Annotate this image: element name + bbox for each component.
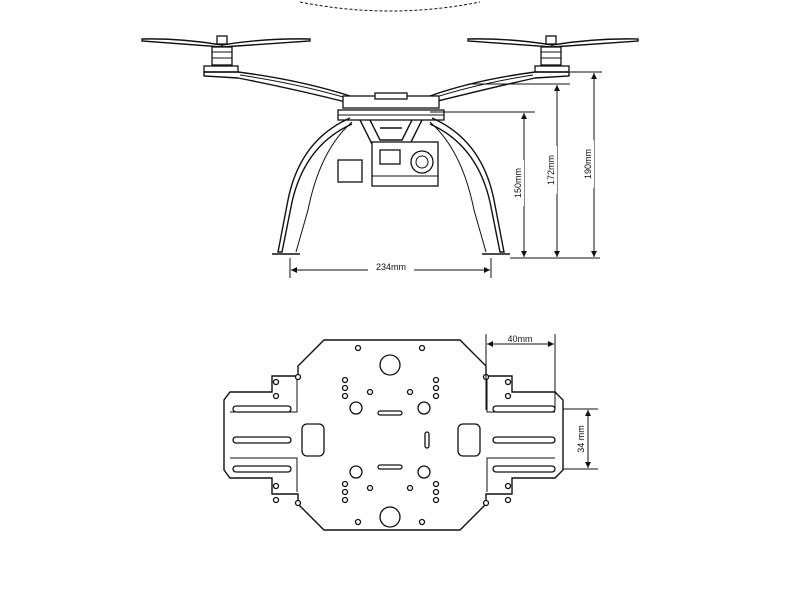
drone-front-view: 234mm 150mm 172mm 190mm: [141, 35, 639, 278]
top-center-hole: [379, 354, 401, 376]
left-motor: [203, 35, 239, 73]
small-holes: [272, 344, 512, 526]
plate-outline: [223, 339, 564, 531]
center-frame-board: [374, 92, 408, 100]
gimbal-mount: [359, 119, 423, 151]
arm-offset-dimension: 40mm: [485, 334, 556, 410]
bottom-center-hole: [379, 506, 401, 528]
right-landing-leg: [429, 117, 505, 253]
right-slots: [492, 405, 556, 473]
center-plate-top-view: 40mm 34 mm: [223, 334, 598, 531]
left-arm: [203, 71, 351, 104]
right-cutout: [457, 423, 481, 457]
camera: [337, 141, 439, 187]
dim-height-legs-label: 150mm: [513, 168, 523, 198]
right-leg-inner: [429, 121, 487, 253]
left-arm-inner: [239, 74, 351, 100]
dim-arm-offset-label: 40mm: [507, 334, 532, 344]
dim-height-frame-label: 172mm: [546, 155, 556, 185]
dim-height-total-label: 190mm: [583, 149, 593, 179]
right-motor: [534, 35, 570, 73]
left-landing-leg: [277, 117, 353, 253]
center-slot-vertical: [424, 431, 430, 449]
width-dimension: 234mm: [289, 258, 492, 278]
dim-slot-spacing-label: 34 mm: [576, 425, 586, 453]
left-cutout: [301, 423, 325, 457]
dim-width-label: 234mm: [376, 262, 406, 272]
height-dimensions: 150mm 172mm 190mm: [430, 71, 602, 259]
cropped-arc-top: [299, 1, 481, 12]
center-slot-top: [377, 410, 403, 416]
left-leg-inner: [295, 121, 353, 253]
medium-holes: [349, 401, 431, 479]
slot-spacing-dimension: 34 mm: [563, 408, 598, 470]
left-slots: [232, 405, 292, 473]
right-arm-inner: [429, 74, 534, 100]
right-arm: [429, 71, 570, 104]
center-slot-bottom: [377, 464, 403, 470]
